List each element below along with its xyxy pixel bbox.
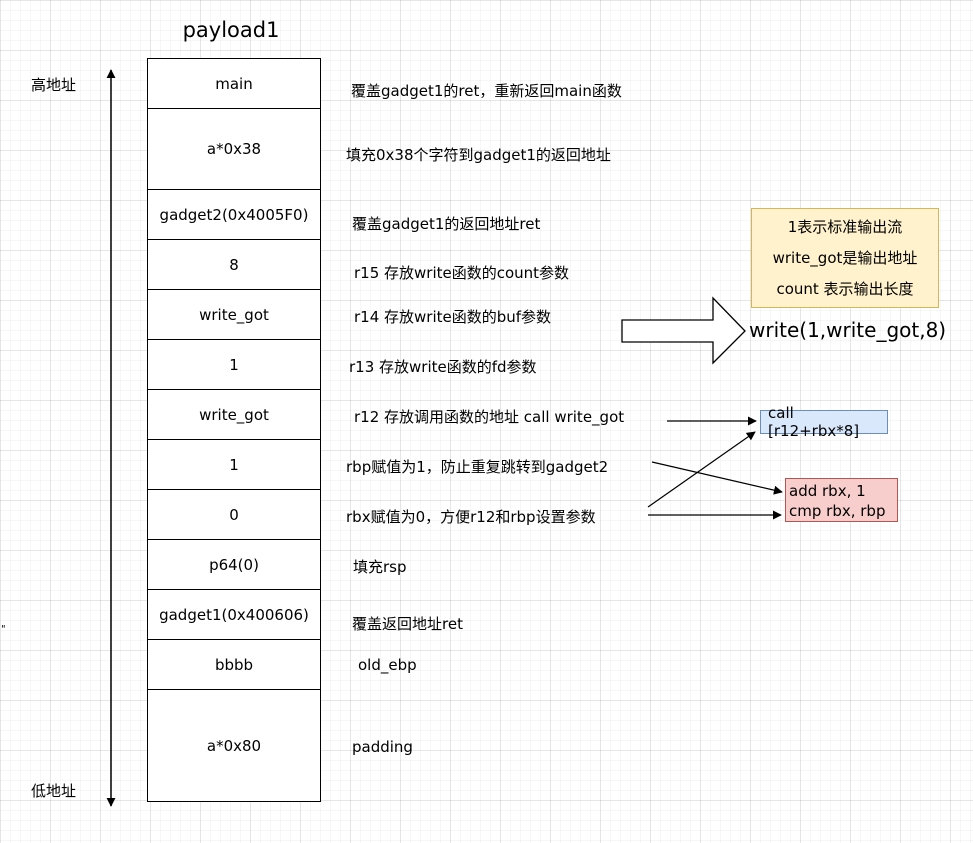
desc-gadget1: 覆盖返回地址ret bbox=[352, 615, 463, 633]
arrow-rbp-to-add bbox=[651, 461, 783, 495]
stack-cell-r14: write_got bbox=[147, 289, 321, 340]
desc-rbp: rbp赋值为1，防止重复跳转到gadget2 bbox=[346, 458, 609, 476]
low-address-label: 低地址 bbox=[31, 782, 77, 800]
note-line-count: count 表示输出长度 bbox=[776, 279, 914, 298]
desc-main: 覆盖gadget1的ret，重新返回main函数 bbox=[351, 82, 622, 100]
stack-cell-rsp: p64(0) bbox=[147, 539, 321, 590]
desc-gadget2: 覆盖gadget1的返回地址ret bbox=[352, 215, 541, 233]
stack-cell-r12: write_got bbox=[147, 389, 321, 440]
stack-cell-gadget2: gadget2(0x4005F0) bbox=[147, 189, 321, 240]
desc-padding-80: padding bbox=[352, 738, 413, 756]
write-call-text: write(1,write_got,8) bbox=[749, 318, 947, 342]
note-line-fd: 1表示标准输出流 bbox=[787, 217, 903, 236]
desc-padding-38: 填充0x38个字符到gadget1的返回地址 bbox=[346, 146, 611, 164]
diagram-title: payload1 bbox=[182, 18, 280, 42]
desc-r15: r15 存放write函数的count参数 bbox=[354, 264, 570, 282]
note-line-buf: write_got是输出地址 bbox=[772, 248, 918, 267]
write-params-note: 1表示标准输出流 write_got是输出地址 count 表示输出长度 bbox=[751, 208, 939, 308]
desc-rsp: 填充rsp bbox=[353, 558, 407, 576]
stack-cell-padding-38: a*0x38 bbox=[147, 108, 321, 190]
desc-rbx: rbx赋值为0，方便r12和rbp设置参数 bbox=[346, 508, 596, 526]
stack-cell-rbx: 0 bbox=[147, 489, 321, 540]
add-cmp-instruction-box: add rbx, 1 cmp rbx, rbp bbox=[785, 478, 898, 522]
stray-mark: " bbox=[1, 624, 6, 635]
cmp-instruction: cmp rbx, rbp bbox=[789, 502, 886, 520]
add-instruction: add rbx, 1 bbox=[789, 482, 866, 500]
stack-cell-padding-80: a*0x80 bbox=[147, 689, 321, 802]
stack-cell-old-ebp: bbbb bbox=[147, 639, 321, 690]
arrow-rbx-to-call bbox=[647, 431, 756, 508]
desc-r14: r14 存放write函数的buf参数 bbox=[354, 308, 552, 326]
block-arrow-right bbox=[621, 296, 746, 365]
stack-cell-r15: 8 bbox=[147, 239, 321, 290]
desc-old-ebp: old_ebp bbox=[358, 656, 417, 674]
desc-r12: r12 存放调用函数的地址 call write_got bbox=[354, 408, 625, 426]
high-address-label: 高地址 bbox=[31, 76, 77, 94]
desc-r13: r13 存放write函数的fd参数 bbox=[349, 358, 537, 376]
